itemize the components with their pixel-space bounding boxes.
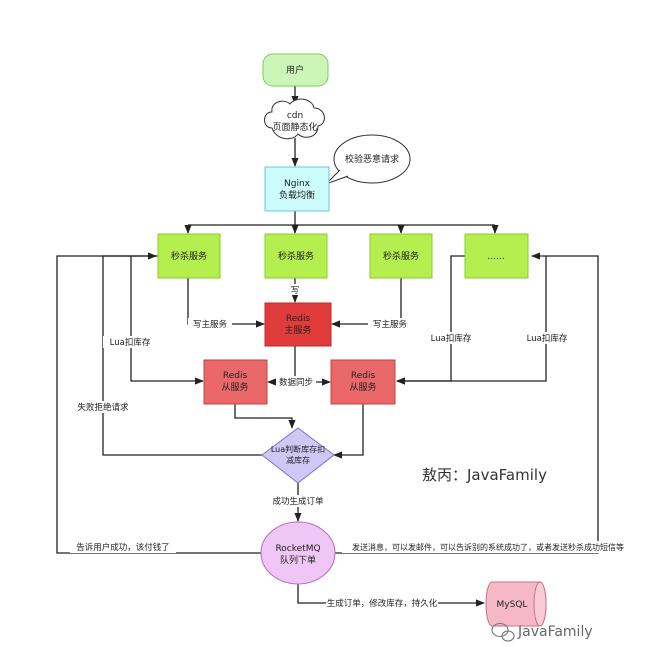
svg-text:Nginx: Nginx bbox=[284, 179, 311, 189]
label-write-master-left: 写主服务 bbox=[193, 319, 228, 330]
node-seckill-3: 秒杀服务 bbox=[369, 233, 433, 279]
svg-text:cdn: cdn bbox=[287, 111, 303, 121]
svg-text:RocketMQ: RocketMQ bbox=[275, 544, 320, 554]
label-lua-deduct-left: Lua扣库存 bbox=[110, 337, 151, 348]
svg-text:校验恶意请求: 校验恶意请求 bbox=[345, 153, 399, 165]
node-redis-slave-1: Redis 从服务 bbox=[203, 359, 268, 405]
node-seckill-4: ...... bbox=[464, 233, 529, 279]
label-lua-deduct-mid: Lua扣库存 bbox=[431, 333, 472, 344]
svg-text:页面静态化: 页面静态化 bbox=[272, 121, 317, 133]
node-user: 用户 bbox=[262, 53, 329, 87]
watermark: JavaFamily bbox=[491, 622, 593, 642]
node-nginx: Nginx 负载均衡 bbox=[264, 166, 330, 212]
node-seckill-1: 秒杀服务 bbox=[157, 233, 221, 279]
label-lua-deduct-right: Lua扣库存 bbox=[527, 333, 568, 344]
svg-text:......: ...... bbox=[487, 252, 504, 262]
label-fail: 失败拒绝请求 bbox=[77, 402, 129, 413]
svg-text:Redis: Redis bbox=[351, 371, 376, 381]
node-redis-slave-2: Redis 从服务 bbox=[330, 359, 396, 405]
svg-text:负载均衡: 负载均衡 bbox=[279, 189, 315, 201]
edge-sk3-master bbox=[331, 278, 402, 328]
svg-text:减库存: 减库存 bbox=[286, 455, 310, 465]
node-lua-decision: Lua判断库存扣 减库存 bbox=[261, 427, 335, 484]
svg-text:队列下单: 队列下单 bbox=[280, 554, 316, 566]
svg-text:Redis: Redis bbox=[223, 371, 248, 381]
label-sync: 数据同步 bbox=[279, 377, 313, 388]
node-rocketmq: RocketMQ 队列下单 bbox=[260, 521, 336, 585]
svg-text:MySQL: MySQL bbox=[497, 600, 528, 610]
wechat-icon bbox=[491, 622, 515, 642]
node-check-bubble: 校验恶意请求 bbox=[325, 134, 411, 185]
label-success-order: 成功生成订单 bbox=[272, 496, 324, 507]
label-tell-user: 告诉用户成功，该付钱了 bbox=[76, 542, 170, 553]
svg-text:JavaFamily: JavaFamily bbox=[517, 624, 593, 640]
svg-text:从服务: 从服务 bbox=[221, 381, 248, 393]
edge-slave1-decision bbox=[234, 404, 296, 429]
edge-fail bbox=[102, 255, 262, 456]
node-seckill-2: 秒杀服务 bbox=[264, 233, 328, 279]
svg-text:用户: 用户 bbox=[286, 64, 304, 76]
svg-text:Lua判断库存扣: Lua判断库存扣 bbox=[271, 444, 325, 454]
svg-text:Redis: Redis bbox=[286, 314, 311, 324]
svg-text:主服务: 主服务 bbox=[284, 324, 311, 336]
edge-right-slave2 bbox=[396, 256, 547, 385]
svg-text:秒杀服务: 秒杀服务 bbox=[278, 250, 314, 262]
edge-slave2-decision bbox=[333, 404, 364, 459]
svg-text:秒杀服务: 秒杀服务 bbox=[171, 250, 207, 262]
svg-text:秒杀服务: 秒杀服务 bbox=[383, 250, 419, 262]
label-send-msg: 发送消息，可以发邮件，可以告诉别的系统成功了，或者发送秒杀成功短信等 bbox=[352, 542, 624, 552]
edge-sk1-master bbox=[187, 278, 265, 328]
node-cdn: cdn 页面静态化 bbox=[264, 98, 325, 140]
label-write-master-right: 写主服务 bbox=[373, 319, 408, 330]
node-redis-master: Redis 主服务 bbox=[264, 302, 332, 347]
label-write: 写 bbox=[291, 286, 300, 296]
edge-labels: 写 写主服务 写主服务 Lua扣库存 Lua扣库存 Lua扣库存 数据同步 失败… bbox=[70, 284, 634, 609]
svg-text:从服务: 从服务 bbox=[349, 381, 376, 393]
label-gen-order: 生成订单，修改库存，持久化 bbox=[327, 598, 438, 609]
node-mysql: MySQL bbox=[485, 581, 547, 627]
author-note: 敖丙：JavaFamily bbox=[422, 466, 547, 484]
